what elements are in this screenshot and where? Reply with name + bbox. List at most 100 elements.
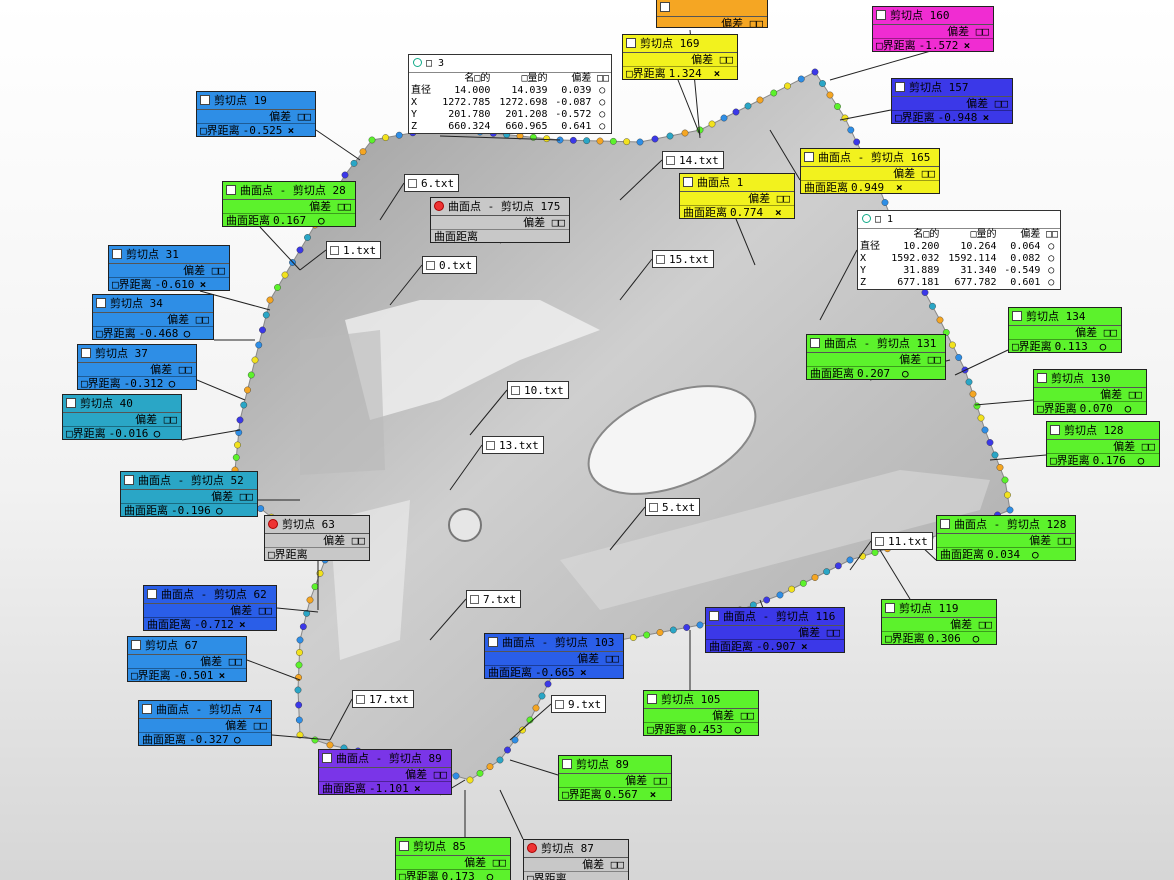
measurement-point — [529, 133, 537, 141]
distance-name: 曲面距离 — [124, 504, 168, 517]
distance-name: □界距离 — [1037, 402, 1077, 415]
measurement-point — [744, 102, 752, 110]
deviation-row: 曲面距离-0.196○ — [121, 504, 257, 517]
file-tag[interactable]: 14.txt — [662, 151, 724, 169]
scissors-icon — [626, 38, 636, 48]
status-mark: ○ — [168, 377, 176, 390]
measurement-point — [629, 634, 637, 641]
distance-name: □界距离 — [626, 67, 666, 80]
annotation-title: 剪切点 134 — [1009, 308, 1121, 326]
distance-value: -0.907 — [756, 640, 796, 653]
file-tag[interactable]: 9.txt — [551, 695, 607, 713]
part-cutout — [345, 300, 600, 420]
table-cell: X — [411, 97, 418, 108]
table-header-row: 名□的□量的偏差□□ — [409, 73, 611, 85]
distance-name: □界距离 — [399, 870, 439, 880]
status-mark: ○ — [972, 632, 980, 645]
table-cell: 660.965 — [505, 121, 548, 132]
annotation-title: 曲面点 - 剪切点 62 — [144, 586, 276, 604]
table-cell: 0.039 — [561, 85, 592, 96]
deviation-row: □界距离-0.016○ — [63, 427, 181, 439]
status-mark: ○ — [216, 504, 223, 517]
file-tag[interactable]: 1.txt — [326, 241, 382, 259]
measurement-point — [359, 148, 367, 156]
file-tag[interactable]: 7.txt — [466, 590, 522, 608]
file-tag[interactable]: 10.txt — [507, 381, 569, 399]
surface-icon — [124, 475, 134, 485]
table-cell: 201.780 — [448, 109, 491, 120]
annotation-title: 曲面点 - 剪切点 165 — [801, 149, 939, 167]
status-mark: × — [982, 111, 990, 124]
distance-name: □界距离 — [885, 632, 925, 645]
table-header-row: 名□的□量的偏差□□ — [858, 229, 1060, 241]
file-tag[interactable]: 13.txt — [482, 436, 544, 454]
annotation-title-text: 剪切点 169 — [640, 37, 700, 50]
status-mark: ○ — [902, 367, 909, 380]
measurement-point — [511, 736, 519, 744]
annotation-title-text: 曲面点 1 — [697, 176, 744, 189]
distance-name: 曲面距离 — [142, 733, 186, 746]
table-cell: ○ — [599, 97, 606, 108]
annotation-title: 剪切点 34 — [93, 295, 213, 313]
file-tag-text: 1.txt — [343, 244, 377, 257]
file-tag[interactable]: 15.txt — [652, 250, 714, 268]
measurement-point — [299, 623, 307, 631]
scissors-icon — [399, 841, 409, 851]
file-tag[interactable]: 11.txt — [871, 532, 933, 550]
measurement-point — [296, 649, 303, 656]
distance-value: -0.312 — [123, 377, 164, 390]
measurement-point — [977, 414, 985, 422]
file-tag[interactable]: 5.txt — [645, 498, 701, 516]
deviation-header: 偏差 □□ — [657, 17, 767, 27]
annotation-title: 曲面点 - 剪切点 116 — [706, 608, 844, 626]
annotation-title: 剪切点 31 — [109, 246, 229, 264]
feature-table-title-text: □ 3 — [426, 58, 445, 69]
table-cell: ○ — [1048, 265, 1055, 276]
surface-icon — [683, 177, 693, 187]
file-tag[interactable]: 6.txt — [404, 174, 460, 192]
deviation-header: 偏差 □□ — [93, 313, 213, 327]
status-mark: ○ — [486, 870, 494, 880]
measurement-point — [519, 726, 526, 734]
annotation-title-text: 曲面点 - 剪切点 165 — [818, 151, 931, 164]
file-tag[interactable]: 17.txt — [352, 690, 414, 708]
file-tag[interactable]: 0.txt — [422, 256, 478, 274]
